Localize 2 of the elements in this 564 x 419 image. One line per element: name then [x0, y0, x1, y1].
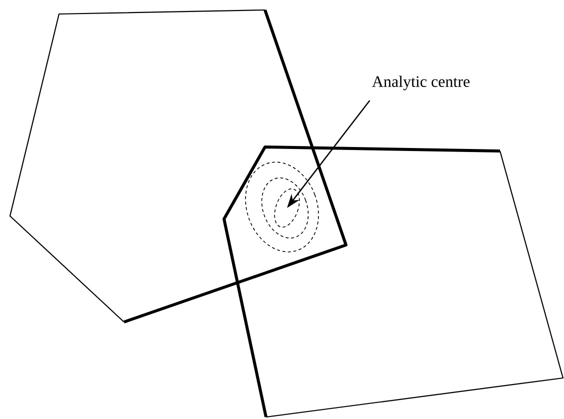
contour-line [274, 188, 300, 228]
label-text: Analytic centre [372, 76, 470, 90]
